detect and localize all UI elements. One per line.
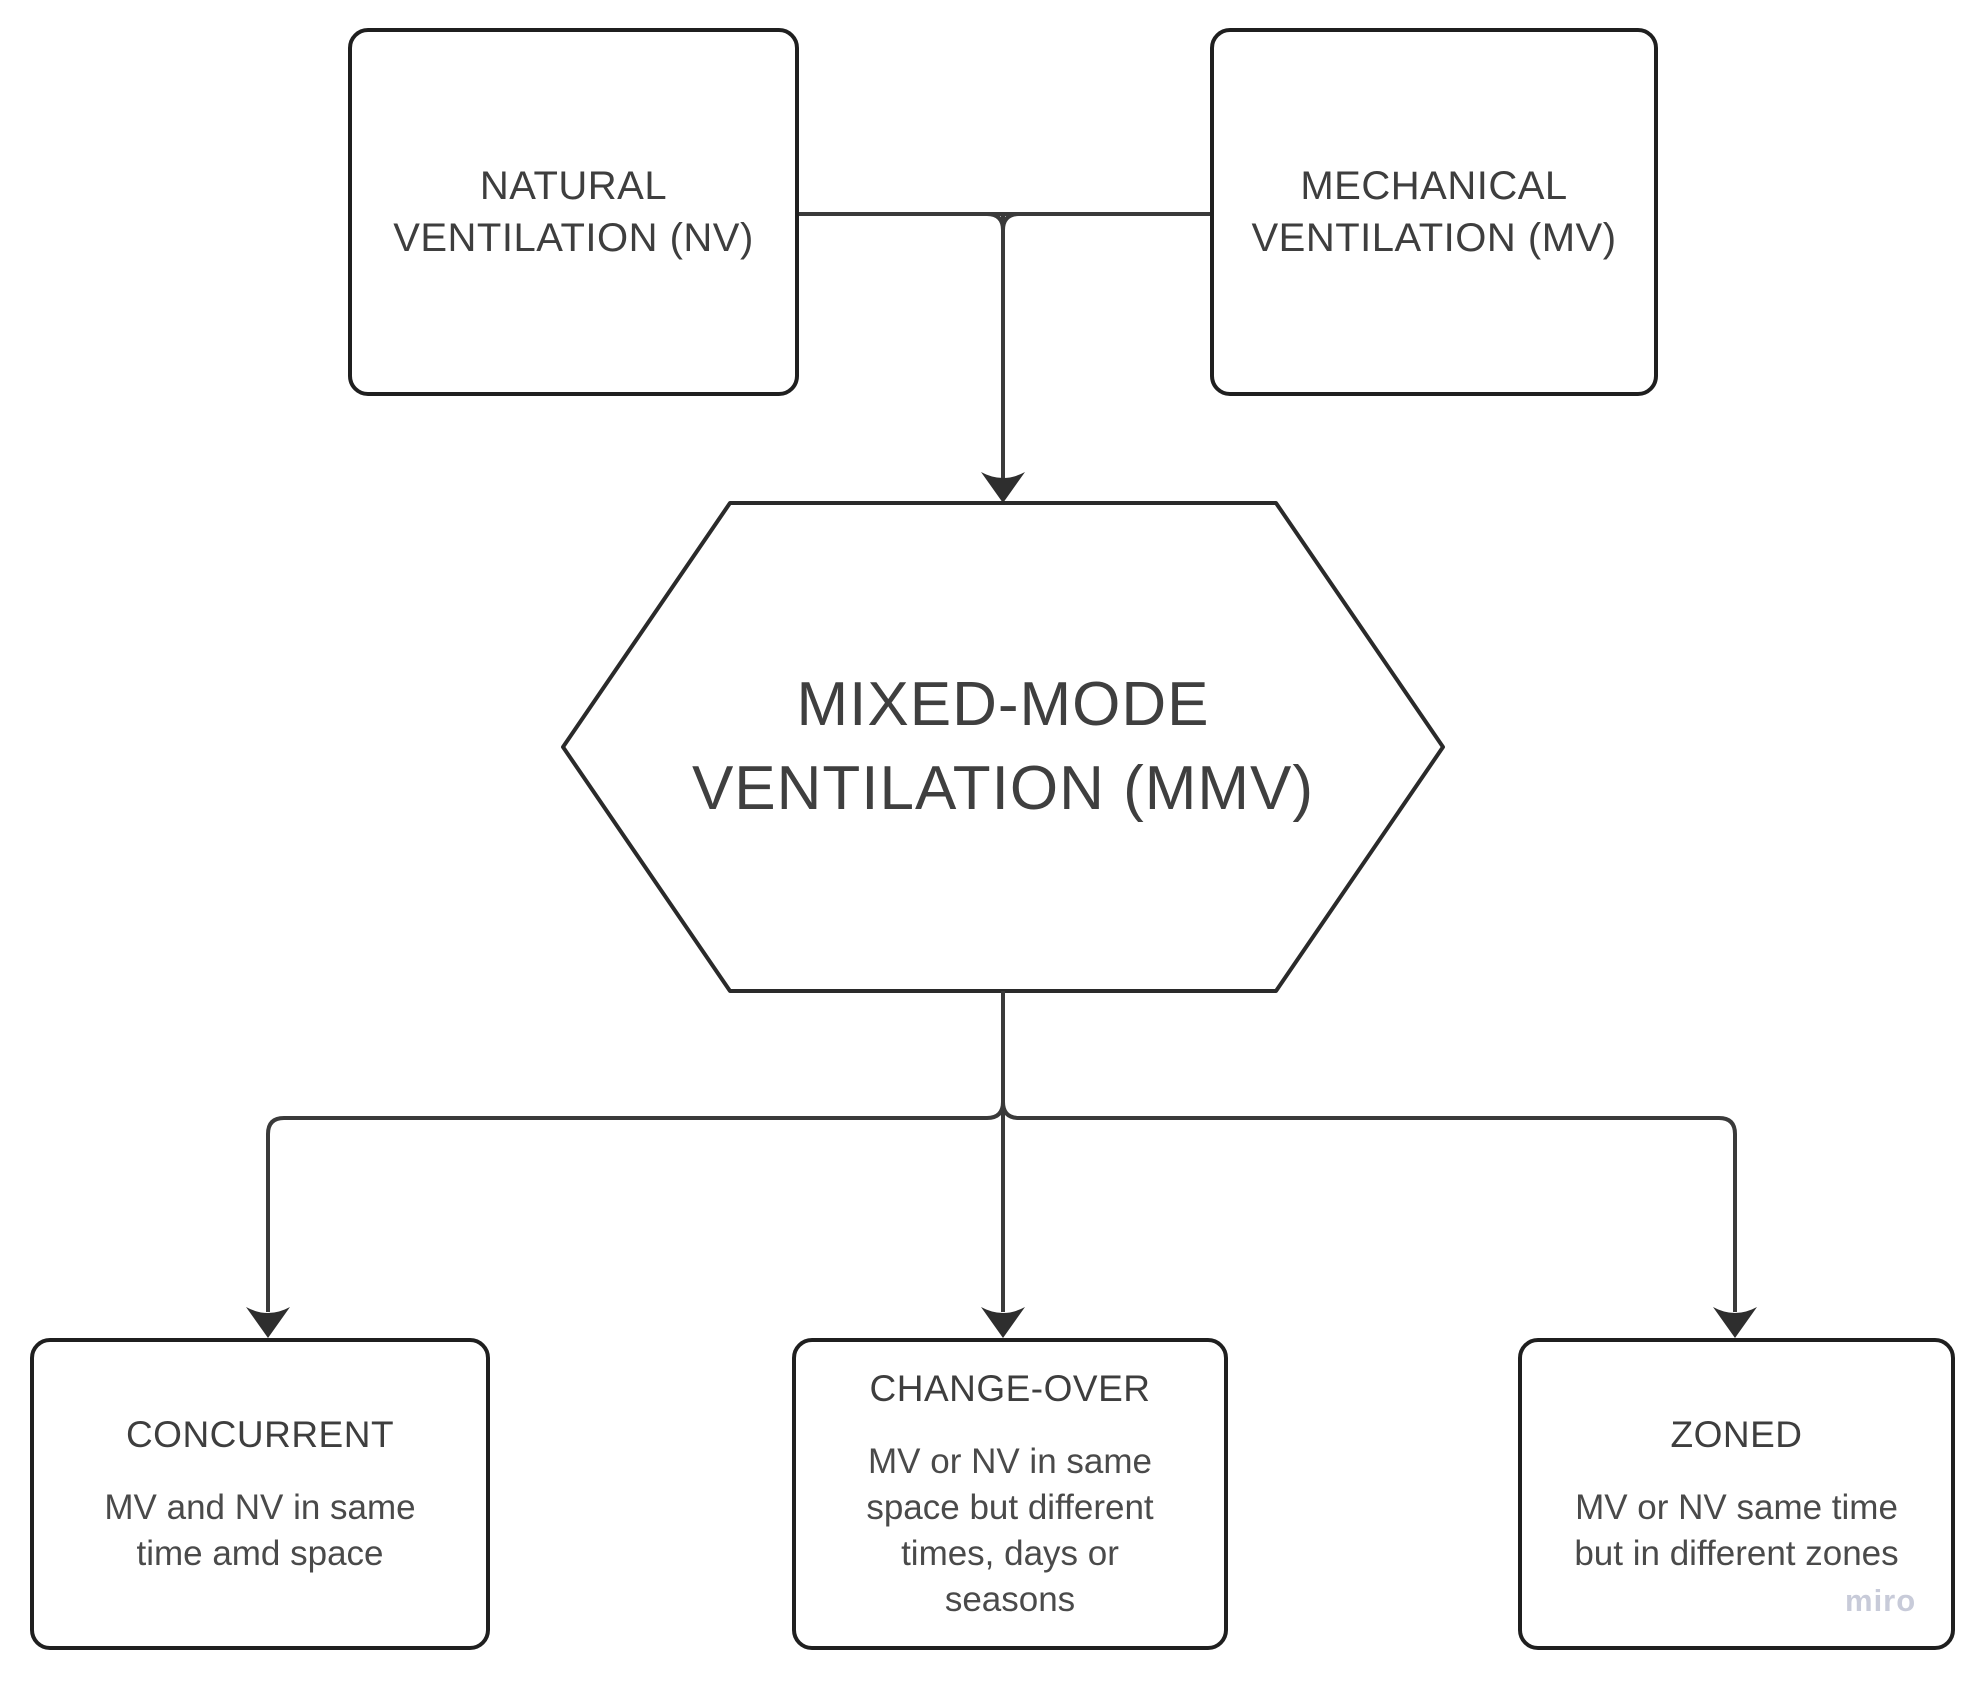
node-change-over-title: CHANGE-OVER xyxy=(869,1367,1151,1409)
node-zoned: ZONED MV or NV same time but in differen… xyxy=(1518,1338,1955,1650)
node-natural-ventilation: NATURAL VENTILATION (NV) xyxy=(348,28,799,396)
node-mixed-mode-ventilation-label: MIXED-MODE VENTILATION (MMV) xyxy=(691,670,1315,823)
mmv-hexagon-shape xyxy=(561,501,1445,993)
arrowhead-into-zoned xyxy=(1713,1307,1757,1338)
node-concurrent-description: MV and NV in same time amd space xyxy=(104,1487,416,1574)
node-mechanical-ventilation: MECHANICAL VENTILATION (MV) xyxy=(1210,28,1658,396)
connector-merge-fillet-left xyxy=(986,212,1005,231)
node-change-over: CHANGE-OVER MV or NV in same space but d… xyxy=(792,1338,1228,1650)
node-concurrent-title: CONCURRENT xyxy=(125,1413,395,1455)
arrowhead-into-mmv xyxy=(981,472,1025,503)
node-mechanical-ventilation-label: MECHANICAL VENTILATION (MV) xyxy=(1251,164,1617,260)
arrowhead-into-concurrent xyxy=(246,1307,290,1338)
node-concurrent: CONCURRENT MV and NV in same time amd sp… xyxy=(30,1338,490,1650)
node-zoned-title: ZONED xyxy=(1670,1413,1803,1455)
node-natural-ventilation-label: NATURAL VENTILATION (NV) xyxy=(393,164,754,260)
connector-mmv-to-concurrent xyxy=(266,1101,1005,1312)
node-mixed-mode-ventilation: MIXED-MODE VENTILATION (MMV) xyxy=(563,503,1443,991)
node-change-over-description: MV or NV in same space but different tim… xyxy=(866,1441,1154,1620)
connector-merge-fillet-right xyxy=(1001,212,1020,231)
arrowhead-into-changeover xyxy=(981,1307,1025,1338)
miro-watermark: miro xyxy=(1845,1583,1917,1618)
node-zoned-description: MV or NV same time but in different zone… xyxy=(1574,1487,1899,1574)
connector-mmv-to-zoned xyxy=(1001,1101,1737,1312)
